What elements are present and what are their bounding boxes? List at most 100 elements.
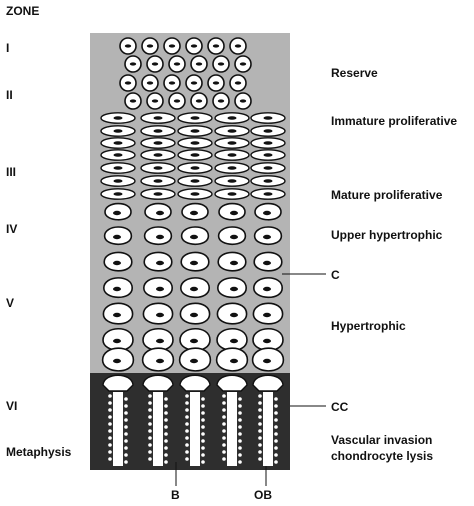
osteoblast-dot xyxy=(258,415,262,419)
zone-iii-label: III xyxy=(6,165,17,179)
callout-ob-label: OB xyxy=(254,488,272,502)
hypertrophic-cell-nucleus xyxy=(156,312,164,318)
osteoblast-dot xyxy=(164,432,168,436)
reserve-cell-nucleus xyxy=(173,62,181,66)
hypertrophic-cell-nucleus xyxy=(113,358,121,364)
osteoblast-dot xyxy=(238,432,242,436)
cartilage-spicule xyxy=(113,392,123,466)
proliferative-cell-nucleus xyxy=(227,192,237,196)
proliferative-cell-nucleus xyxy=(153,141,163,145)
osteoblast-dot xyxy=(222,408,226,412)
osteoblast-dot xyxy=(124,397,128,401)
cartilage-spicule xyxy=(227,392,237,466)
proliferative-cell-nucleus xyxy=(190,153,200,157)
osteoblast-dot xyxy=(222,443,226,447)
osteoblast-dot xyxy=(238,404,242,408)
osteoblast-dot xyxy=(238,418,242,422)
osteoblast-dot xyxy=(258,457,262,461)
hypertrophic-cell-nucleus xyxy=(263,312,271,318)
osteoblast-dot xyxy=(201,453,205,457)
reserve-cell-nucleus xyxy=(146,44,154,48)
osteoblast-dot xyxy=(164,418,168,422)
reserve-cell-nucleus xyxy=(217,99,225,103)
osteoblast-dot xyxy=(124,460,128,464)
osteoblast-dot xyxy=(108,429,112,433)
zone-title: ZONE xyxy=(6,4,40,18)
proliferative-cell-nucleus xyxy=(113,179,123,183)
osteoblast-dot xyxy=(148,408,152,412)
osteoblast-dot xyxy=(274,453,278,457)
osteoblast-dot xyxy=(148,436,152,440)
hypertrophic-cell-nucleus xyxy=(156,286,164,292)
osteoblast-dot xyxy=(185,436,189,440)
hypertrophic-label: Hypertrophic xyxy=(331,319,406,333)
osteoblast-dot xyxy=(108,408,112,412)
hypertrophic-cell-nucleus xyxy=(230,286,238,292)
osteoblast-dot xyxy=(185,450,189,454)
hypertrophic-cell-nucleus xyxy=(263,286,271,292)
hypertrophic-cell-nucleus xyxy=(113,312,121,318)
proliferative-cell-nucleus xyxy=(227,166,237,170)
osteoblast-dot xyxy=(201,460,205,464)
upper-hypertrophic-label: Upper hypertrophic xyxy=(331,228,443,242)
osteoblast-dot xyxy=(222,415,226,419)
hypertrophic-cell-nucleus xyxy=(113,338,121,344)
hypertrophic-cell-nucleus xyxy=(190,210,198,216)
osteoblast-dot xyxy=(108,457,112,461)
vascular-invasion-label: Vascular invasion xyxy=(331,433,433,447)
terminal-lacuna xyxy=(179,374,211,392)
hypertrophic-cell-nucleus xyxy=(113,234,121,240)
proliferative-cell-nucleus xyxy=(263,141,273,145)
cartilage-spicule xyxy=(263,392,273,466)
hypertrophic-cell-nucleus xyxy=(156,260,164,266)
hypertrophic-cell-nucleus xyxy=(190,312,198,318)
reserve-cell-nucleus xyxy=(151,99,159,103)
osteoblast-dot xyxy=(258,422,262,426)
hypertrophic-cell-nucleus xyxy=(263,260,271,266)
hypertrophic-cell-nucleus xyxy=(230,210,238,216)
osteoblast-dot xyxy=(274,411,278,415)
reserve-cell-nucleus xyxy=(168,81,176,85)
reserve-cell-nucleus xyxy=(239,62,247,66)
hypertrophic-cell-nucleus xyxy=(156,234,164,240)
reserve-cell-nucleus xyxy=(212,44,220,48)
osteoblast-dot xyxy=(274,404,278,408)
metaphysis-layer xyxy=(102,374,284,466)
zone-vi-label: VI xyxy=(6,399,18,413)
osteoblast-dot xyxy=(164,460,168,464)
reserve-cell-nucleus xyxy=(239,99,247,103)
osteoblast-dot xyxy=(201,439,205,443)
hypertrophic-cell-nucleus xyxy=(190,338,198,344)
osteoblast-dot xyxy=(258,401,262,405)
proliferative-cell-nucleus xyxy=(227,153,237,157)
proliferative-cell-nucleus xyxy=(153,179,163,183)
leader-lines xyxy=(175,273,326,486)
osteoblast-dot xyxy=(124,446,128,450)
osteoblast-dot xyxy=(164,425,168,429)
hypertrophic-cell-nucleus xyxy=(230,260,238,266)
terminal-lacuna xyxy=(142,374,174,392)
osteoblast-dot xyxy=(258,394,262,398)
osteoblast-dot xyxy=(201,446,205,450)
proliferative-cell-nucleus xyxy=(227,141,237,145)
zone-iv-label: IV xyxy=(6,222,18,236)
osteoblast-dot xyxy=(185,443,189,447)
hypertrophic-cell-nucleus xyxy=(230,312,238,318)
proliferative-cell-nucleus xyxy=(263,179,273,183)
hypertrophic-cell-nucleus xyxy=(190,286,198,292)
hypertrophic-cell-nucleus xyxy=(263,210,271,216)
osteoblast-dot xyxy=(124,425,128,429)
proliferative-cell-nucleus xyxy=(113,141,123,145)
osteoblast-dot xyxy=(124,418,128,422)
hypertrophic-cell-nucleus xyxy=(190,260,198,266)
hypertrophic-cell-nucleus xyxy=(113,260,121,266)
hypertrophic-cell-nucleus xyxy=(263,338,271,344)
terminal-lacuna xyxy=(252,374,284,392)
osteoblast-dot xyxy=(148,443,152,447)
osteoblast-dot xyxy=(108,450,112,454)
reserve-cell-nucleus xyxy=(190,44,198,48)
proliferative-cell-nucleus xyxy=(263,192,273,196)
osteoblast-dot xyxy=(108,394,112,398)
osteoblast-dot xyxy=(258,443,262,447)
reserve-cell-nucleus xyxy=(124,44,132,48)
